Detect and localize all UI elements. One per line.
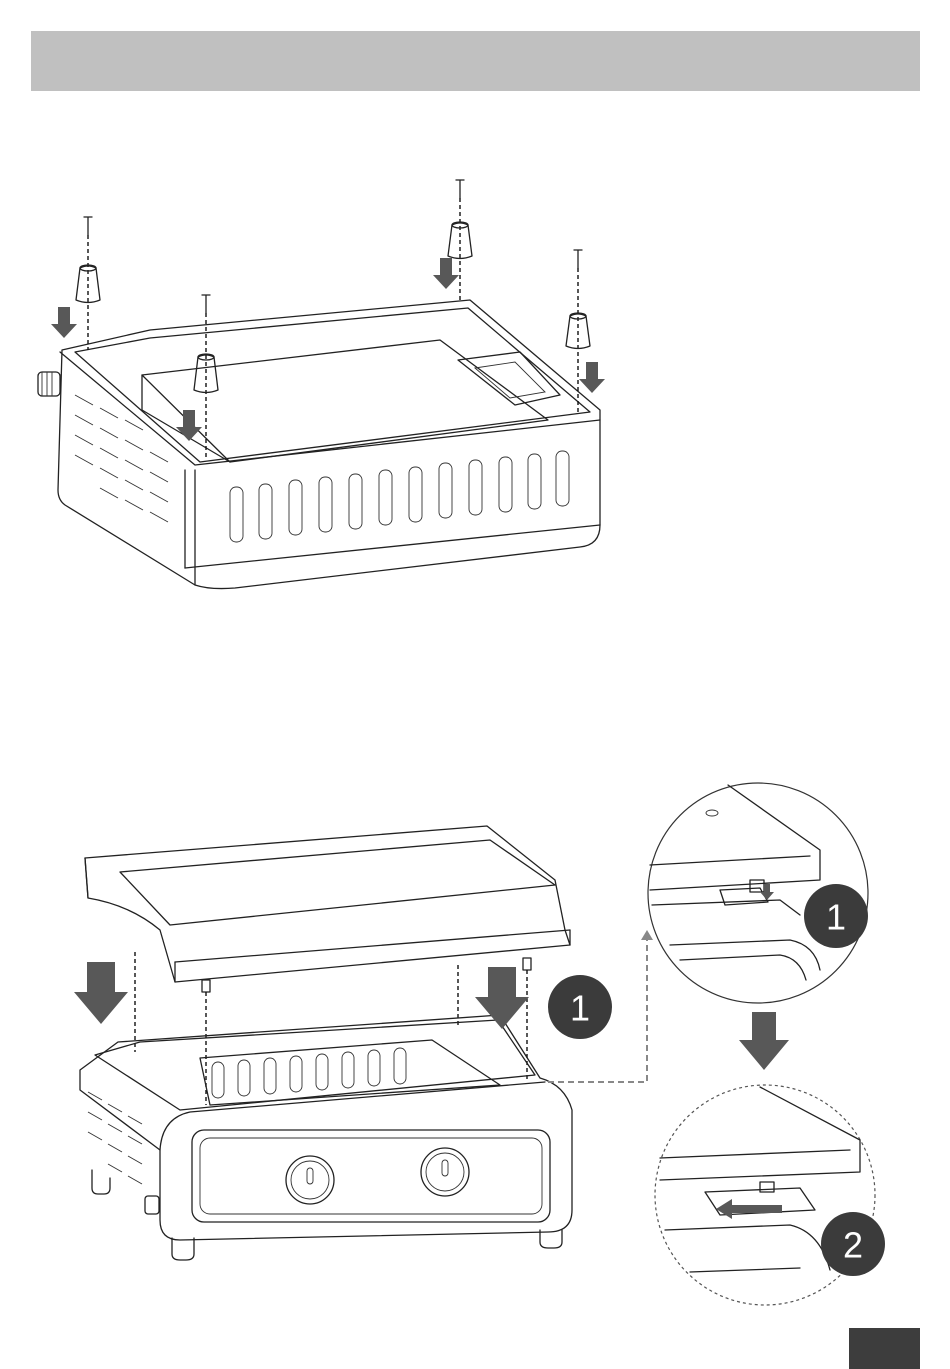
arrow-down-icon xyxy=(433,258,459,289)
arrow-left-icon xyxy=(716,1199,782,1219)
figure-griddle-placement: 1 xyxy=(74,826,653,1260)
arrow-down-icon xyxy=(74,962,128,1024)
svg-text:1: 1 xyxy=(826,897,846,938)
foot-assembly-2 xyxy=(194,295,218,460)
detail-view-top: 1 xyxy=(648,783,868,1003)
knob-right xyxy=(421,1148,469,1196)
foot-assembly-1 xyxy=(76,217,100,350)
step-badge-main: 1 xyxy=(548,975,612,1039)
arrow-down-icon xyxy=(51,307,77,338)
arrow-down-icon xyxy=(760,884,774,900)
arrow-down-icon xyxy=(475,967,529,1029)
svg-text:1: 1 xyxy=(570,988,590,1029)
figure-feet-installation xyxy=(38,180,605,589)
page-number-tab xyxy=(849,1328,920,1369)
detail-view-bottom: 2 xyxy=(655,1085,885,1305)
arrow-down-icon xyxy=(176,410,202,441)
knob-left xyxy=(286,1156,334,1204)
arrow-down-icon xyxy=(579,362,605,393)
arrow-down-icon xyxy=(739,1012,789,1070)
foot-assembly-3 xyxy=(448,180,472,303)
svg-text:2: 2 xyxy=(843,1225,863,1266)
foot-assembly-4 xyxy=(566,250,590,415)
